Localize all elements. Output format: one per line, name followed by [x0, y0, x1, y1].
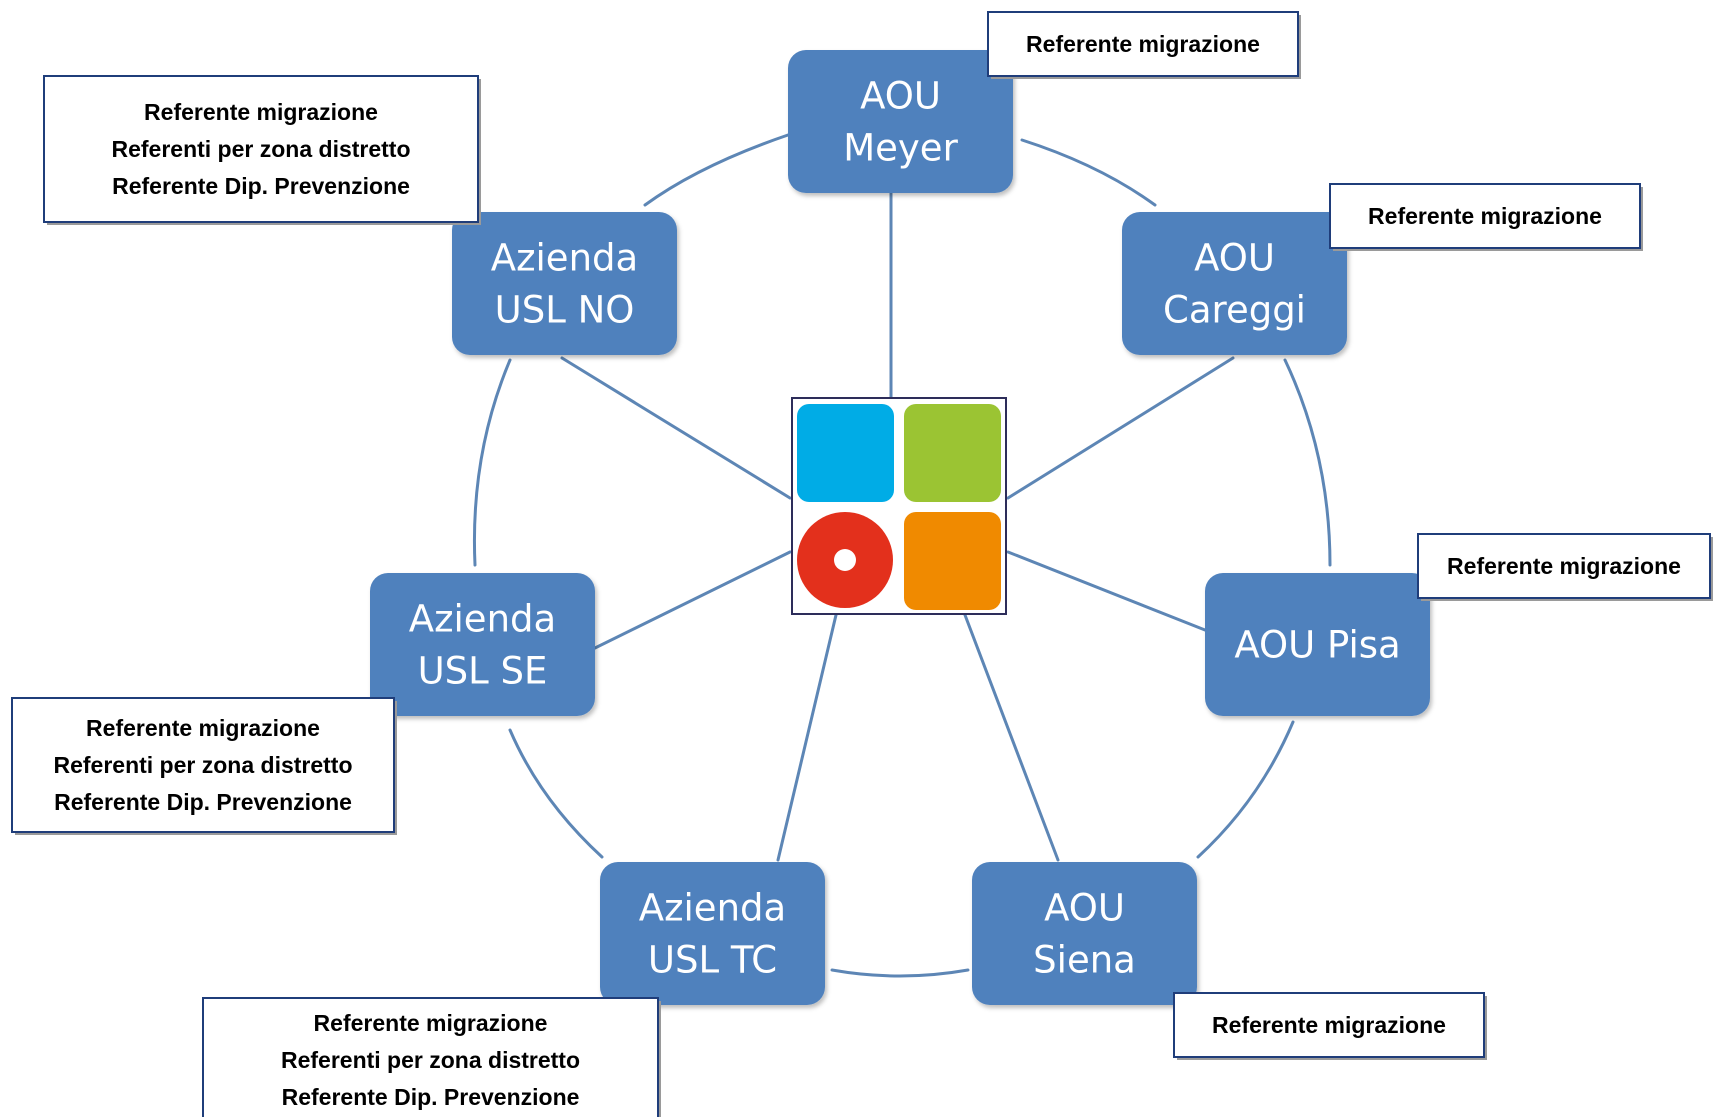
callout-text-usl-se-1: Referente migrazione	[86, 715, 320, 741]
logo-tile-blue	[797, 404, 894, 502]
node-label-azienda-usl-se-1: Azienda	[409, 598, 556, 641]
ring-arc-careggi-pisa	[1283, 358, 1332, 567]
callout-text-usl-tc-2: Referenti per zona distretto	[281, 1047, 580, 1073]
callout-box-usl-no	[43, 75, 479, 223]
callout-box-meyer	[987, 11, 1299, 77]
callout-text-careggi-1: Referente migrazione	[1368, 203, 1602, 229]
node-aou-siena: AOU Siena	[972, 862, 1197, 1005]
node-label-aou-siena-2: Siena	[1033, 939, 1136, 982]
callout-text-usl-se-3: Referente Dip. Prevenzione	[54, 789, 352, 815]
callout-text-usl-no-1: Referente migrazione	[144, 99, 378, 125]
callout-text-meyer-1: Referente migrazione	[1026, 31, 1260, 57]
callout-text-usl-no-3: Referente Dip. Prevenzione	[112, 173, 410, 199]
node-box-aou-careggi	[1122, 212, 1347, 355]
node-label-aou-careggi-1: AOU	[1194, 237, 1275, 280]
spoke-siena	[963, 613, 1060, 862]
node-aou-pisa: AOU Pisa	[1205, 573, 1430, 716]
callout-text-usl-se-2: Referenti per zona distretto	[53, 752, 352, 778]
ring-arc-pisa-siena	[1196, 720, 1295, 859]
node-label-azienda-usl-se-2: USL SE	[418, 650, 548, 693]
callout-meyer: Referente migrazione	[987, 11, 1301, 79]
central-logo	[791, 397, 1007, 615]
callout-box-usl-se	[11, 697, 395, 833]
ring-arc-siena-tc	[830, 968, 970, 978]
node-label-aou-meyer-1: AOU	[860, 75, 941, 118]
node-box-aou-pisa	[1205, 573, 1430, 716]
spoke-pisa	[1006, 550, 1207, 632]
spoke-connectors	[560, 191, 1235, 862]
callout-text-pisa-1: Referente migrazione	[1447, 553, 1681, 579]
node-label-azienda-usl-tc-2: USL TC	[648, 939, 777, 982]
node-aou-careggi: AOU Careggi	[1122, 212, 1347, 355]
callout-careggi: Referente migrazione	[1329, 183, 1643, 251]
node-label-aou-pisa-1: AOU Pisa	[1234, 624, 1400, 667]
ring-arc-se-no	[472, 358, 512, 567]
callout-box-careggi	[1329, 183, 1641, 249]
logo-tile-orange	[904, 512, 1001, 610]
callout-box-siena	[1173, 992, 1485, 1058]
spoke-no	[560, 356, 792, 500]
ring-arc-tc-se	[508, 728, 604, 859]
node-label-aou-siena-1: AOU	[1044, 887, 1125, 930]
node-label-azienda-usl-no-1: Azienda	[491, 237, 638, 280]
node-label-aou-careggi-2: Careggi	[1163, 289, 1306, 332]
node-box-azienda-usl-tc	[600, 862, 825, 1005]
ring-arc-meyer-careggi	[1020, 138, 1157, 207]
node-box-aou-siena	[972, 862, 1197, 1005]
callout-siena: Referente migrazione	[1173, 992, 1487, 1060]
callout-text-usl-tc-3: Referente Dip. Prevenzione	[282, 1084, 580, 1110]
logo-ring-hole	[834, 549, 856, 571]
ring-connectors	[472, 133, 1332, 978]
node-label-aou-meyer-2: Meyer	[843, 127, 958, 170]
ring-arc-no-meyer	[643, 133, 790, 207]
logo-tile-green	[904, 404, 1001, 502]
node-aou-meyer: AOU Meyer	[788, 50, 1013, 193]
callout-box-pisa	[1417, 533, 1711, 599]
spoke-se	[593, 550, 792, 650]
callout-text-usl-no-2: Referenti per zona distretto	[111, 136, 410, 162]
spoke-careggi	[1006, 356, 1235, 500]
callout-text-siena-1: Referente migrazione	[1212, 1012, 1446, 1038]
node-box-azienda-usl-no	[452, 212, 677, 355]
spoke-tc	[776, 613, 838, 862]
node-label-azienda-usl-tc-1: Azienda	[639, 887, 786, 930]
callout-pisa: Referente migrazione	[1417, 533, 1713, 601]
node-box-azienda-usl-se	[370, 573, 595, 716]
node-label-azienda-usl-no-2: USL NO	[495, 289, 635, 332]
callout-box-usl-tc	[202, 997, 659, 1117]
callout-text-usl-tc-1: Referente migrazione	[314, 1010, 548, 1036]
node-box-aou-meyer	[788, 50, 1013, 193]
